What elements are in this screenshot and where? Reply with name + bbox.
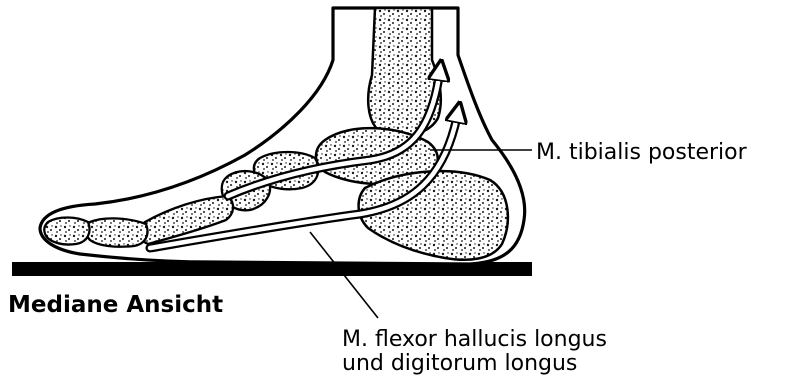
flexor-label-line2: und digitorum longus	[342, 352, 577, 376]
tibialis-posterior-label: M. tibialis posterior	[536, 140, 747, 165]
distal-phalanx-bone	[44, 218, 89, 245]
proximal-phalanx-bone	[86, 218, 148, 246]
flexor-label-line1: M. flexor hallucis longus	[342, 328, 607, 352]
view-title: Mediane Ansicht	[8, 292, 223, 318]
